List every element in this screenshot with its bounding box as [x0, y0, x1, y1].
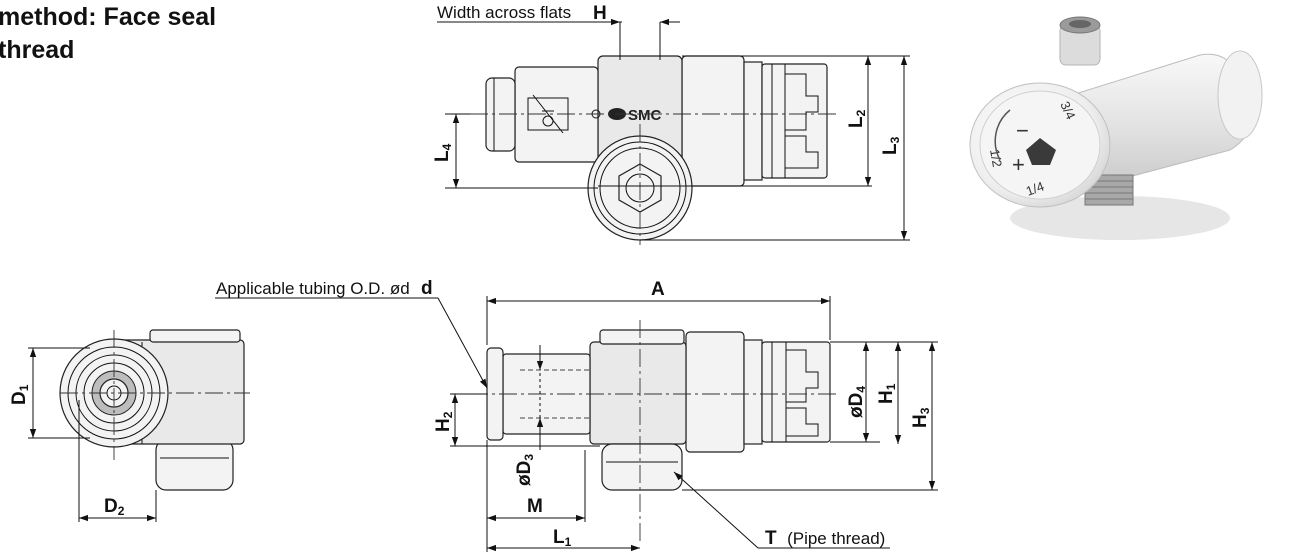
dim-H2: H2 [433, 411, 455, 432]
product-photo: 3/4 1/2 1/4 − + [956, 12, 1268, 258]
top-view: SMC [437, 18, 910, 245]
dial-half-mark: 1/2 [987, 148, 1005, 168]
dim-H3: H3 [910, 407, 932, 428]
dim-L3: L3 [880, 136, 902, 155]
dial-quarter-mark: 1/4 [1024, 179, 1046, 199]
dim-L4: L4 [432, 143, 454, 162]
dim-H: H [593, 3, 607, 24]
dim-L2: L2 [846, 109, 868, 128]
dim-D4: øD4 [846, 386, 868, 418]
dial-three-quarter-mark: 3/4 [1057, 99, 1078, 122]
applicable-tubing-label: Applicable tubing O.D. ød [216, 279, 410, 298]
heading-line-2: thread [0, 36, 74, 64]
dim-D2: D2 [104, 496, 125, 518]
dim-D1: D1 [9, 384, 31, 405]
dim-L1: L1 [553, 527, 572, 549]
dim-d: d [421, 278, 433, 299]
dial-plus-mark: + [1012, 152, 1025, 177]
dim-M: M [527, 496, 543, 517]
side-view [215, 296, 938, 552]
dial-minus-mark: − [1016, 118, 1029, 143]
dim-H1: H1 [876, 383, 898, 404]
end-view [28, 329, 250, 522]
heading-line-1: method: Face seal [0, 3, 216, 31]
smc-logo-icon: SMC [608, 107, 662, 124]
width-across-flats-label: Width across flats [437, 3, 571, 22]
dim-A: A [651, 279, 665, 300]
dim-D3: øD3 [514, 454, 536, 486]
brand-mark: SMC [628, 107, 662, 124]
pipe-thread-label: T (Pipe thread) [765, 528, 885, 549]
